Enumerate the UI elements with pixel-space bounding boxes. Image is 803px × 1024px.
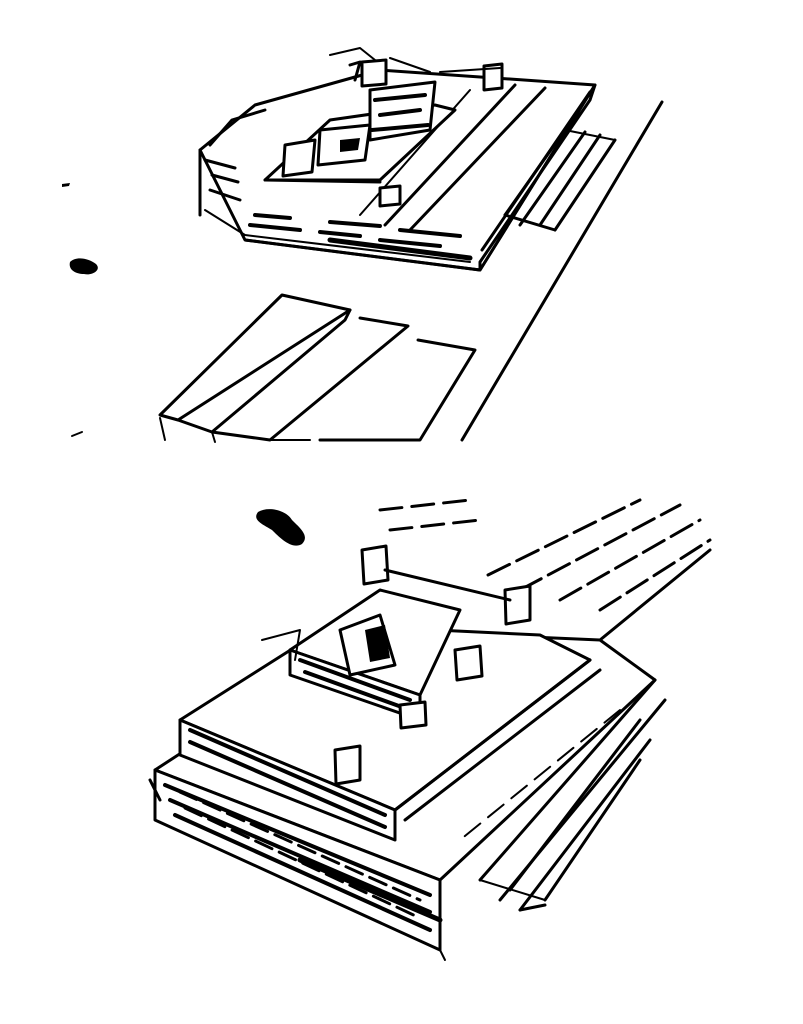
mark-left	[71, 431, 83, 437]
lower-slabs	[158, 293, 477, 443]
corner-towers	[261, 544, 532, 786]
base-masonry	[163, 783, 443, 932]
background-slabs	[378, 498, 712, 642]
bottom-drawing-svg	[148, 498, 712, 961]
corner-block-right	[482, 62, 504, 92]
bottom-reconstruction-drawing	[0, 480, 803, 1024]
platform-side	[244, 83, 597, 272]
stepped-terraces	[459, 678, 667, 912]
corner-block-left	[360, 58, 388, 88]
side-steps	[503, 128, 617, 232]
ink-blot	[69, 258, 98, 275]
middle-masonry	[188, 658, 602, 829]
left-ruin-edge	[198, 47, 501, 217]
platform-base-edge	[204, 209, 471, 263]
top-drawing-svg	[62, 47, 664, 443]
ink-dot	[62, 183, 70, 187]
base-masonry	[203, 158, 473, 261]
road-edge-line	[460, 100, 664, 442]
inner-structure	[263, 58, 504, 208]
corner-block-front	[378, 184, 402, 208]
ground-marks	[148, 778, 547, 961]
top-reconstruction-drawing	[0, 0, 803, 470]
ink-blot-top	[256, 509, 305, 546]
inner-court-details	[298, 613, 484, 730]
